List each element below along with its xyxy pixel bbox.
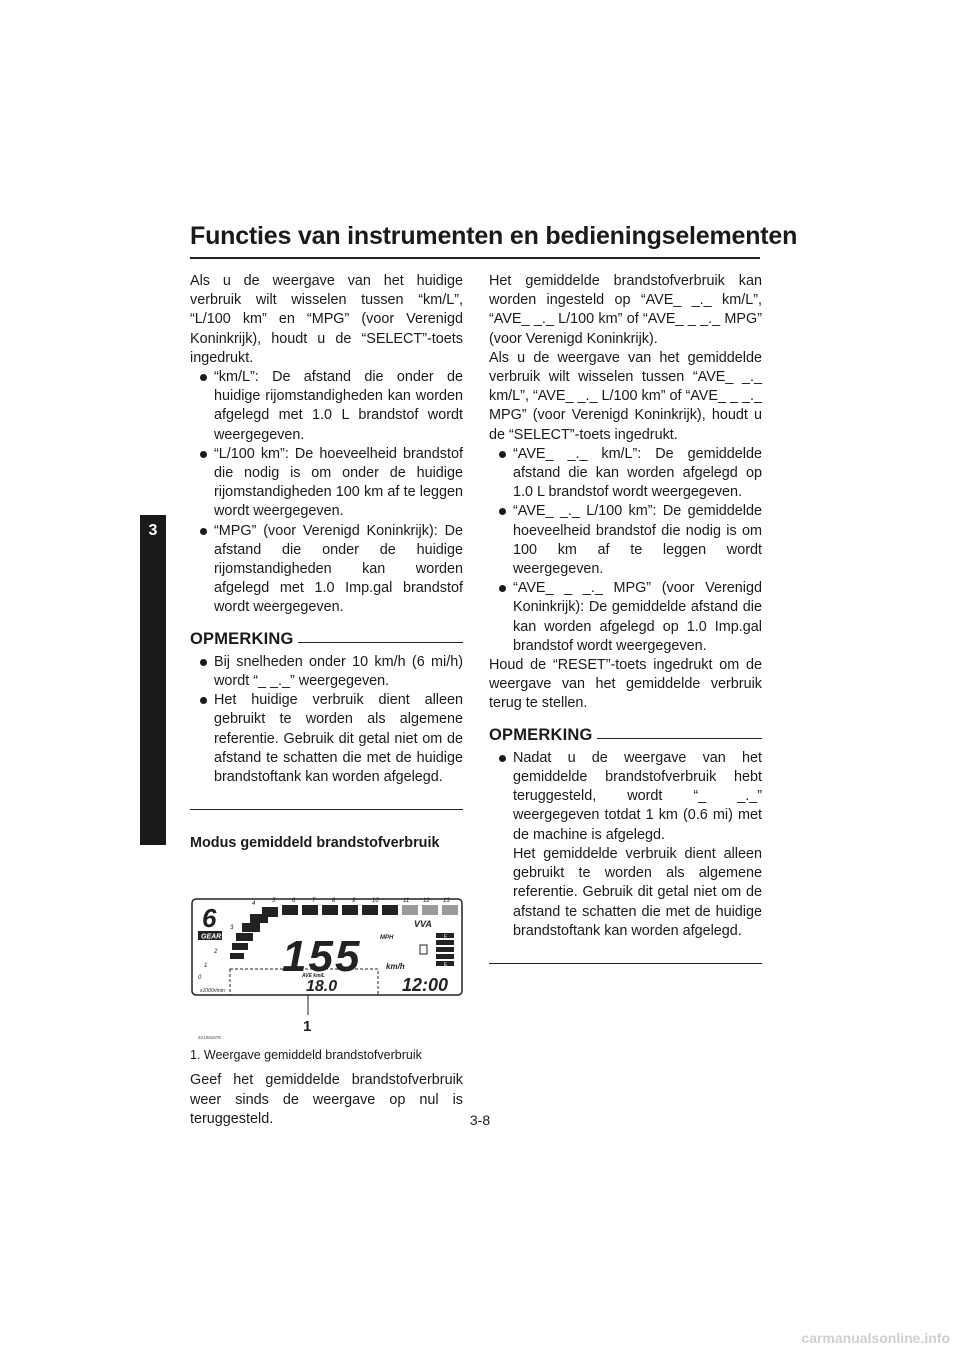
rpm-tick: 12	[423, 898, 430, 904]
note-rule	[596, 737, 762, 739]
mph-label: MPH	[380, 935, 394, 941]
fuel-empty-label: E	[444, 962, 448, 968]
rpm-tick: 7	[312, 898, 316, 904]
right-intro-paragraph-2: Als u de weergave van het gemiddelde ver…	[489, 349, 763, 443]
note-end-rule	[190, 809, 463, 811]
note-heading-label: OPMERKING	[190, 629, 294, 648]
page-number: 3-8	[469, 1112, 491, 1128]
fuel-gauge: F E	[419, 933, 454, 968]
rpm-tick: 9	[352, 898, 356, 904]
list-item: “MPG” (voor Verenigd Koninkrijk): De afs…	[190, 522, 463, 618]
list-item: “AVE_ _._ km/L”: De gemiddelde afstand d…	[489, 445, 762, 503]
right-column: Het gemiddelde brandstofverbruik kan wor…	[489, 272, 762, 964]
rpm-tick: 13	[443, 898, 450, 904]
average-highlight-box	[229, 968, 379, 996]
list-item: Nadat u de weergave van het gemiddelde b…	[489, 749, 762, 845]
section-heading: Modus gemiddeld brandstofverbruik	[190, 835, 440, 852]
speed-unit: km/h	[386, 962, 405, 971]
rpm-bar-graph	[230, 905, 458, 960]
list-item: Bij snelheden onder 10 km/h (6 mi/h) wor…	[190, 653, 463, 691]
right-intro-paragraph: Het gemiddelde brandstofverbruik kan wor…	[489, 273, 762, 347]
page-title: Functies van instrumenten en bedieningse…	[190, 222, 798, 250]
rpm-tick-zero: 0	[198, 975, 202, 981]
figure-caption: 1. Weergave gemiddeld brandstofverbruik	[190, 1048, 422, 1063]
note-end-rule	[489, 962, 762, 964]
rpm-unit-label: x1000r/min	[199, 988, 225, 994]
list-item: “AVE_ _._ L/100 km”: De gemiddelde hoeve…	[489, 502, 762, 579]
rpm-tick: 5	[272, 898, 276, 904]
average-bullet-list: “AVE_ _._ km/L”: De gemiddelde afstand d…	[489, 445, 762, 656]
note-rule	[297, 641, 463, 643]
callout-number: 1	[303, 1018, 311, 1035]
note-heading: OPMERKING	[489, 726, 762, 745]
unit-bullet-list: “km/L”: De afstand die onder de huidige …	[190, 368, 463, 618]
intro-paragraph: Als u de weergave van het huidige verbru…	[190, 273, 463, 366]
note-bullet-list: Nadat u de weergave van het gemiddelde b…	[489, 749, 762, 845]
rpm-tick: 3	[230, 925, 234, 931]
gear-label: GEAR	[201, 934, 221, 941]
note-heading-label: OPMERKING	[489, 725, 593, 744]
list-item: “AVE_ _ _._ MPG” (voor Verenigd Koninkri…	[489, 579, 762, 656]
figure-code: ZAUM1578	[198, 1035, 221, 1040]
ave-value: 18.0	[306, 978, 337, 995]
fuel-pump-icon	[419, 944, 428, 955]
clock-value: 12:00	[402, 975, 448, 995]
note-heading: OPMERKING	[190, 630, 463, 649]
rpm-tick: 11	[403, 898, 409, 904]
list-item: Het huidige verbruik dient alleen gebrui…	[190, 691, 463, 787]
list-item: “km/L”: De afstand die onder de huidige …	[190, 368, 463, 445]
rpm-tick: 8	[332, 898, 336, 904]
chapter-number: 3	[148, 522, 158, 539]
chapter-tab	[140, 515, 166, 845]
list-item: “L/100 km”: De hoeveelheid brandstof die…	[190, 445, 463, 522]
instrument-display-illustration: 0 1 2 3 4 5 6 7 8 9 10 11 12 13 x1000r/m…	[191, 898, 463, 1040]
rpm-tick: 10	[372, 898, 379, 904]
gear-value: 6	[202, 903, 217, 933]
rpm-tick: 1	[204, 963, 207, 969]
rpm-tick: 2	[213, 949, 218, 955]
rpm-tick: 6	[292, 898, 296, 904]
vva-label: VVA	[414, 919, 432, 929]
fuel-full-label: F	[444, 934, 447, 940]
rpm-tick-labels: 0 1 2 3 4 5 6 7 8 9 10 11 12 13 x1000r/m…	[198, 898, 450, 994]
watermark: carmanualsonline.info	[801, 1330, 950, 1346]
after-figure-paragraph: Geef het gemiddelde brandstofverbruik we…	[190, 1072, 463, 1127]
reset-paragraph: Houd de “RESET”-toets ingedrukt om de we…	[489, 657, 762, 712]
gear-label-box	[198, 931, 222, 941]
speed-value: 155	[282, 932, 361, 981]
note-continuation: Het gemiddelde verbruik dient alleen geb…	[513, 845, 762, 939]
rpm-tick: 4	[252, 901, 256, 907]
note-bullet-list: Bij snelheden onder 10 km/h (6 mi/h) wor…	[190, 653, 463, 787]
title-rule	[190, 257, 760, 259]
instrument-display-figure: 0 1 2 3 4 5 6 7 8 9 10 11 12 13 x1000r/m…	[190, 891, 463, 1041]
ave-unit-label: AVE km/L	[301, 973, 325, 979]
left-column: Als u de weergave van het huidige verbru…	[190, 272, 463, 1129]
